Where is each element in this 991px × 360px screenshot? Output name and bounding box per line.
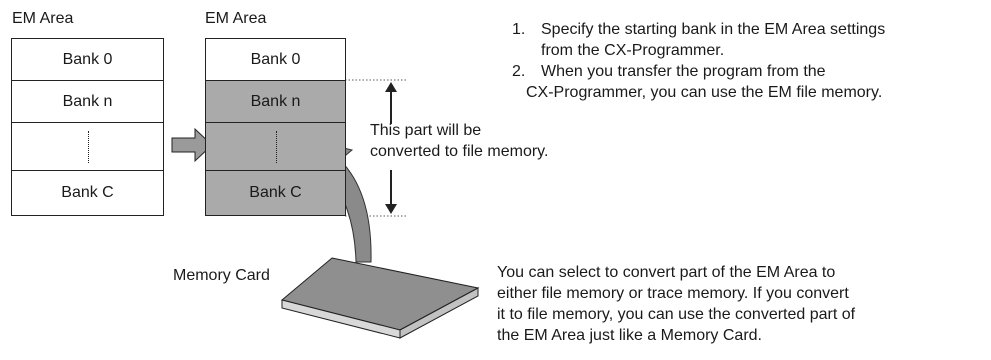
step-2-line1: When you transfer the program from the <box>541 63 826 80</box>
memory-card-label: Memory Card <box>173 267 270 284</box>
left-bank-middle <box>12 123 163 171</box>
left-em-area: Bank 0 Bank n Bank C <box>11 38 164 216</box>
note-line2: either file memory or trace memory. If y… <box>497 285 849 302</box>
left-bank-c: Bank C <box>61 184 114 201</box>
right-bank-middle <box>206 123 345 171</box>
note-line1: You can select to convert part of the EM… <box>497 264 836 281</box>
transfer-arrow-icon <box>171 127 213 163</box>
step-1-line2: from the CX-Programmer. <box>541 42 725 59</box>
note-line4: the EM Area just like a Memory Card. <box>497 327 762 344</box>
step-2-number: 2. <box>512 63 526 80</box>
step-2-line2: CX-Programmer, you can use the EM file m… <box>526 84 883 101</box>
right-area-title: EM Area <box>205 10 267 27</box>
note-line3: it to file memory, you can use the conve… <box>497 306 856 323</box>
right-em-area: Bank 0 Bank n Bank C <box>205 38 346 216</box>
range-label-line2: converted to file memory. <box>370 143 549 160</box>
right-bank-n: Bank n <box>206 81 345 123</box>
right-continuation-dots <box>275 131 277 163</box>
left-continuation-dots <box>87 131 89 163</box>
range-label-line1: This part will be <box>370 122 482 139</box>
left-bank-n: Bank n <box>12 81 163 123</box>
right-bank-c: Bank C <box>206 171 345 215</box>
left-area-title: EM Area <box>12 10 74 27</box>
step-1-number: 1. <box>512 21 526 38</box>
right-bank-0: Bank 0 <box>206 39 345 81</box>
left-bank-0: Bank 0 <box>12 39 163 81</box>
step-1-line1: Specify the starting bank in the EM Area… <box>541 21 886 38</box>
memory-card-icon <box>280 257 480 339</box>
